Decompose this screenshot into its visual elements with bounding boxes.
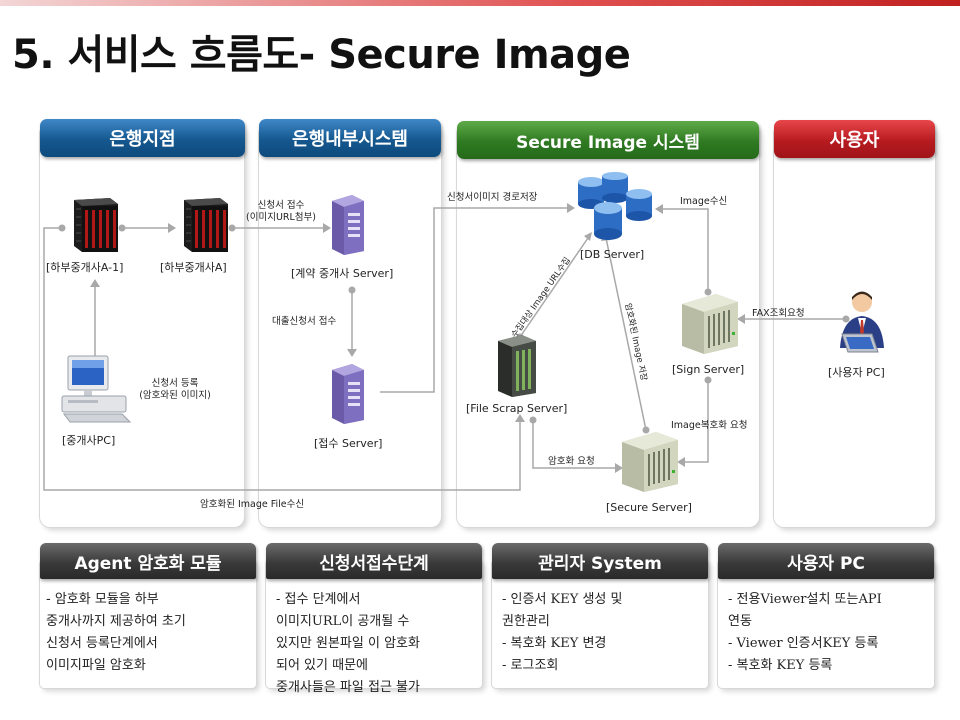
box-line: - 전용Viewer설치 또는API [728,592,882,607]
edge-loop-bottom [43,227,521,491]
header-user: 사용자 [774,120,935,158]
box-admin-system [492,560,708,688]
box-title-agent-encryption-module: Agent 암호화 모듈 [40,543,256,579]
box-body-agent-encryption-module: - 암호화 모듈을 하부 중개사까지 제공하여 초기 신청서 등록단계에서 이미… [46,589,186,677]
box-title-admin-system: 관리자 System [492,543,708,579]
edge-label-app-receipt-line1: 신청서 접수 [257,200,305,211]
box-agent-encryption-module [40,560,256,688]
edge-label-loan-app-receipt: 대출신청서 접수 [272,316,337,327]
tower-server-icon [332,195,364,255]
label-sub-agent-a1: [하부중개사A-1] [46,261,124,274]
desktop-pc-icon [61,355,132,423]
database-icon [578,172,652,240]
panel-bank-branch [40,124,244,527]
label-db-server: [DB Server] [580,248,645,261]
box-application-receipt-stage [266,560,482,688]
edge-label-app-receipt: 신청서 접수 (이미지URL첨부) [236,200,326,224]
server-tower-dark-icon [498,335,536,397]
header-bank-internal: 은행내부시스템 [259,119,441,157]
box-body-application-receipt-stage: - 접수 단계에서 이미지URL이 공개될 수 있지만 원본파일 이 암호화 되… [276,589,420,699]
label-sign-server: [Sign Server] [672,363,745,376]
box-user-pc [718,560,934,688]
header-secure-image-system: Secure Image 시스템 [457,121,759,159]
edge-label-image-receive: Image수신 [680,196,728,207]
edge-label-image-decrypt-request: Image복호화 요청 [671,420,748,431]
edge-sign-to-secure [682,380,709,463]
label-secure-server: [Secure Server] [606,501,692,514]
page-title: 5. 서비스 흐름도- Secure Image [12,32,631,78]
box-title-application-receipt-stage: 신청서접수단계 [266,543,482,579]
box-line: 중개사들은 파일 접근 불가 [276,680,420,695]
label-receipt-server: [접수 Server] [314,437,383,450]
box-line: 되어 있기 때문에 [276,658,368,673]
box-body-admin-system: - 인증서 KEY 생성 및 권한관리 - 복호화 KEY 변경 - 로그조회 [502,589,622,677]
edge-receipt-to-db [380,207,570,393]
box-line: 있지만 원본파일 이 암호화 [276,636,420,651]
box-line: 이미지파일 암호화 [46,658,146,673]
edge-scrap-to-db [519,237,589,338]
label-user-pc: [사용자 PC] [828,366,885,379]
label-agent-pc: [중개사PC] [62,434,116,447]
box-line: 연동 [728,614,752,629]
user-at-laptop-icon [840,291,884,353]
edge-label-app-register-line2: (암호와된 이미지) [139,390,211,401]
box-line: 권한관리 [502,614,550,629]
edge-secure-to-db [605,237,647,431]
edge-sign-to-db [660,208,709,292]
box-body-user-pc: - 전용Viewer설치 또는API 연동 - Viewer 인증서KEY 등록… [728,589,882,677]
rack-server-icon [74,198,118,252]
blade-server-icon [682,294,738,354]
label-file-scrap-server: [File Scrap Server] [466,402,568,415]
label-contract-server: [계약 중개사 Server] [291,267,394,280]
edge-label-encrypt-request: 암호화 요청 [548,456,595,467]
blade-server-icon [622,432,678,492]
box-line: 신청서 등록단계에서 [46,636,158,651]
box-line: - 암호화 모듈을 하부 [46,592,159,607]
rack-server-icon [184,198,228,252]
box-line: - 인증서 KEY 생성 및 [502,592,623,607]
box-line: - 로그조회 [502,658,559,673]
box-line: 이미지URL이 공개될 수 [276,614,410,629]
box-line: - 복호화 KEY 변경 [502,636,607,651]
tower-server-icon [332,364,364,424]
box-line: - 접수 단계에서 [276,592,361,607]
box-line: 중개사까지 제공하여 초기 [46,614,186,629]
edge-scrap-to-secure [532,420,618,469]
edge-label-encrypted-image-file-receive: 암호화된 Image File수신 [200,499,305,510]
top-accent-bar [0,0,960,6]
label-sub-agent-a: [하부중개사A] [160,261,227,274]
box-line: - 복호화 KEY 등록 [728,658,833,673]
edge-label-fax-query: FAX조회요청 [752,308,805,319]
edge-label-app-image-path-store: 신청서이미지 경로저장 [447,192,538,203]
header-bank-branch: 은행지점 [40,119,245,157]
edge-label-app-receipt-line2: (이미지URL첨부) [246,212,316,223]
box-line: - Viewer 인증서KEY 등록 [728,636,879,651]
edge-label-app-register: 신청서 등록 (암호와된 이미지) [120,378,230,402]
box-title-user-pc: 사용자 PC [718,543,934,579]
edge-label-app-register-line1: 신청서 등록 [151,378,199,389]
panel-bank-internal [259,124,441,527]
